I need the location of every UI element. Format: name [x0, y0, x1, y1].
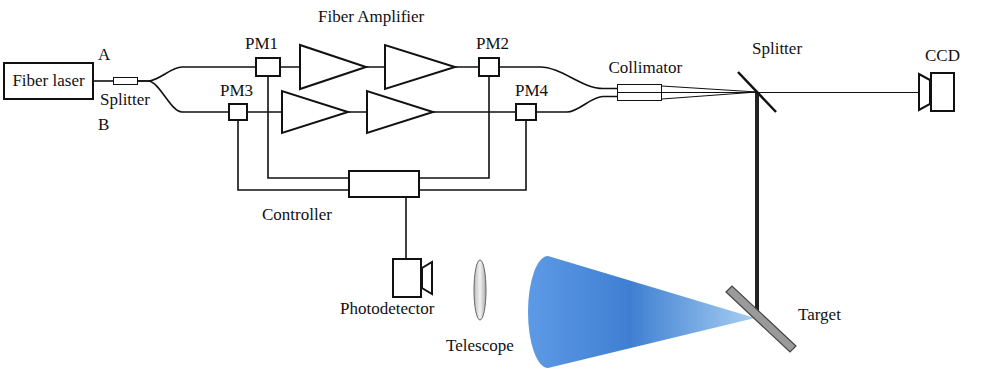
fiber-connector: [138, 81, 228, 112]
amplifier-symbol: [385, 45, 455, 89]
fiber-connector: [420, 121, 526, 190]
photodetector: Photodetector: [392, 258, 422, 298]
phase-modulator: PM1: [255, 57, 281, 77]
target-plate: [726, 286, 796, 352]
amplifier-symbol: [367, 91, 433, 133]
amplifier-symbol: [300, 45, 366, 89]
component-label: Splitter: [752, 40, 802, 59]
fiber-connector: [420, 77, 489, 178]
ccd-camera: CCD: [930, 72, 955, 112]
node-label: Splitter: [100, 91, 150, 110]
node-label: PM2: [476, 35, 509, 54]
light-cone: [528, 256, 755, 368]
component-label: Fiber Amplifier: [318, 8, 424, 27]
node-label: Photodetector: [340, 300, 434, 319]
branch-label: A: [98, 46, 110, 65]
phase-modulator: PM2: [478, 57, 500, 77]
branch-label: B: [98, 116, 109, 135]
telescope-lens: [474, 260, 486, 320]
detector-lens: [422, 262, 432, 294]
beam-ray: [662, 86, 757, 92]
node-label: PM4: [515, 82, 548, 101]
fiber-connector: [94, 80, 113, 82]
component-label: Target: [798, 306, 841, 325]
fiber-connector: [268, 77, 348, 178]
laser-box: Fiber laser: [3, 62, 94, 100]
node-label: CCD: [925, 47, 960, 66]
fiber-connector: [405, 198, 407, 258]
beam-ray: [662, 92, 757, 99]
node-label: Controller: [262, 206, 332, 225]
phase-modulator: PM3: [228, 103, 248, 121]
beam-splitter: [738, 72, 776, 112]
phase-modulator: PM4: [515, 103, 537, 121]
fiber-connector: [537, 97, 617, 113]
node-label: Fiber laser: [12, 72, 84, 91]
camera-lens: [919, 74, 930, 110]
amplifier-symbol: [282, 91, 348, 133]
fiber-connector: [138, 67, 255, 81]
node-label: PM3: [220, 82, 253, 101]
node-label: Collimator: [609, 59, 683, 78]
controller-box: Controller: [348, 170, 420, 198]
fiber-splitter: Splitter: [113, 77, 138, 85]
node-label: PM1: [245, 35, 278, 54]
collimator: Collimator: [617, 84, 662, 101]
fiber-connector: [662, 92, 930, 93]
laser-beam: [755, 93, 759, 318]
component-label: Telescope: [446, 337, 514, 356]
fiber-connector: [238, 121, 348, 190]
